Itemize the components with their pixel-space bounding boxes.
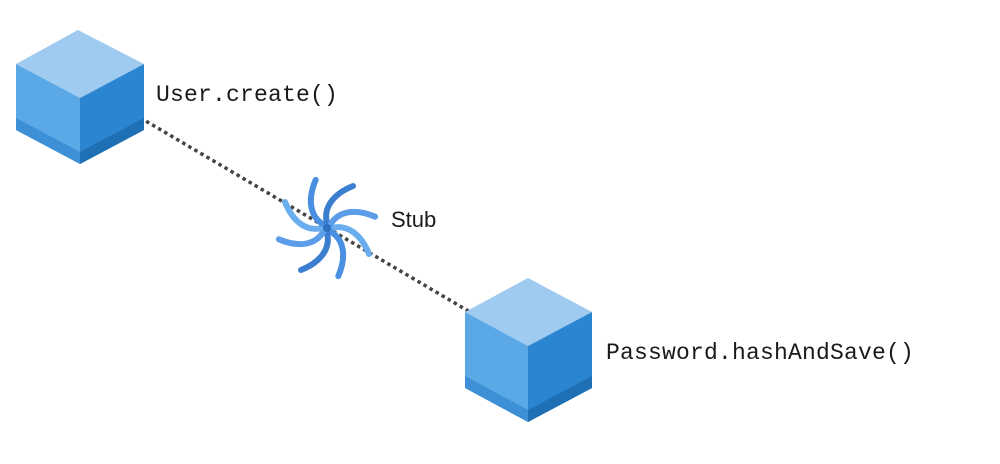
stub-label: Stub (391, 207, 437, 232)
swirl-arm (327, 208, 379, 228)
target-node-label: Password.hashAndSave() (606, 340, 915, 366)
swirl-arm (298, 230, 331, 273)
swirl-arm (327, 228, 347, 280)
swirl-icon (275, 176, 379, 280)
cube-icon (465, 278, 592, 422)
swirl-arm (282, 199, 325, 232)
dotted-connector (121, 105, 471, 314)
source-node-label: User.create() (156, 82, 339, 108)
swirl-arm (323, 183, 356, 226)
cube-icon (16, 30, 144, 164)
swirl-arm (275, 228, 327, 248)
swirl-arm (307, 176, 327, 228)
swirl-arm (329, 224, 372, 257)
swirl-center (323, 224, 331, 232)
